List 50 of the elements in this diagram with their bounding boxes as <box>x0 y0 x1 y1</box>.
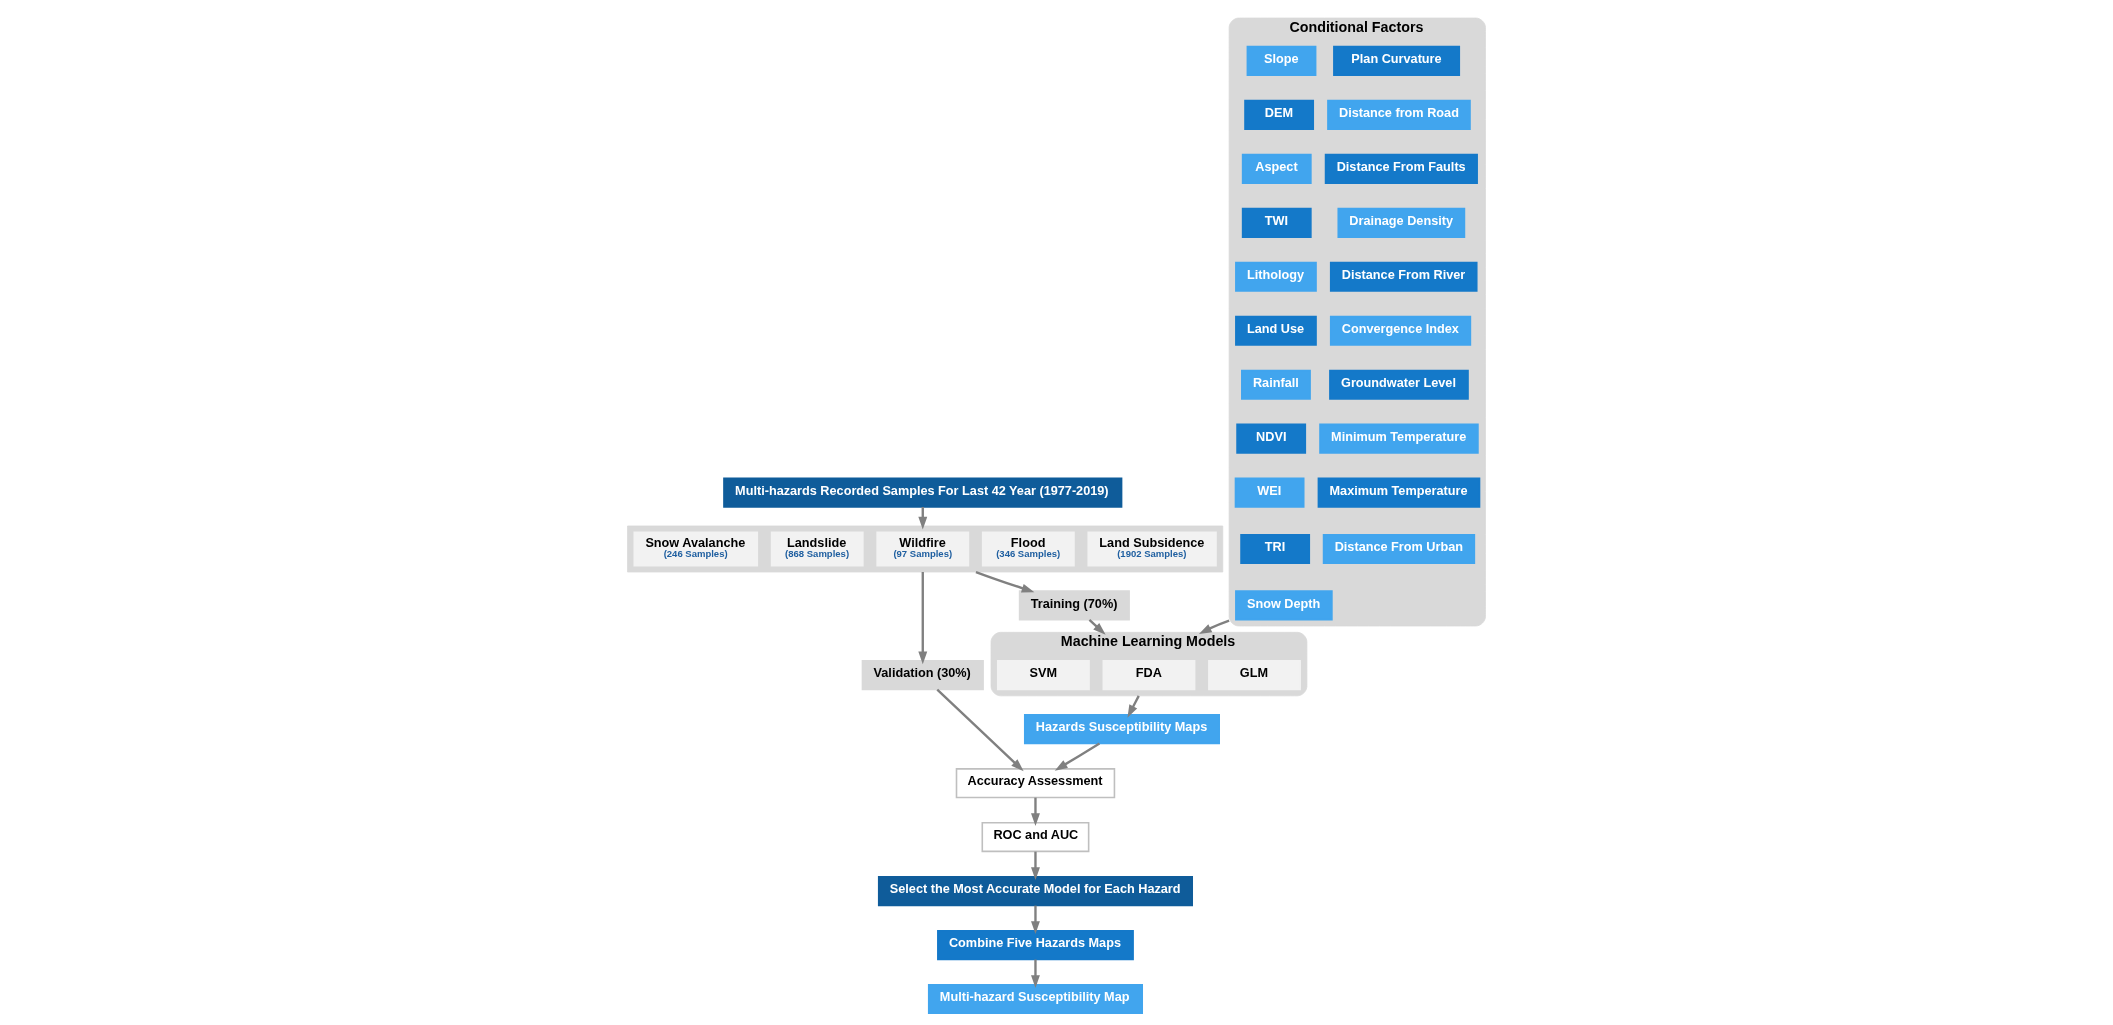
arrow <box>918 572 928 665</box>
node-box: TRI <box>1240 533 1311 565</box>
node-box: Slope <box>1246 45 1317 76</box>
arrow <box>1031 905 1040 934</box>
node-box: Land Subsidence (1902 Samples) <box>1087 531 1217 567</box>
node-box: Accuracy Assessment <box>955 768 1116 799</box>
node-box: Convergence Index <box>1329 315 1472 346</box>
node-box: Multi-hazard Susceptibility Map <box>927 983 1143 1015</box>
node-box: SVM <box>996 660 1090 691</box>
arrow <box>1031 851 1040 881</box>
node-box: Multi-hazards Recorded Samples For Last 42 Year (1977-2019) <box>723 477 1123 508</box>
node-box: Combine Five Hazards Maps <box>937 929 1134 961</box>
node-box: Flood (346 Samples) <box>981 531 1075 567</box>
node-box: WEI <box>1234 477 1305 508</box>
node-box: Groundwater Level <box>1329 369 1469 400</box>
node-box: Distance From River <box>1329 261 1478 292</box>
arrow <box>1127 695 1140 718</box>
node-box: Validation (30%) <box>861 660 984 691</box>
node-box: Rainfall <box>1241 369 1311 400</box>
arrow <box>1198 619 1230 634</box>
arrow <box>1031 797 1040 827</box>
node-box: ROC and AUC <box>981 822 1090 853</box>
node-box: GLM <box>1208 660 1301 691</box>
node-box: Lithology <box>1235 261 1317 292</box>
node-box: Land Use <box>1235 315 1317 346</box>
node-box: Minimum Temperature <box>1319 423 1479 454</box>
node-box: TWI <box>1241 207 1312 238</box>
node-box: Landslide (868 Samples) <box>770 531 864 567</box>
node-box: FDA <box>1102 660 1196 691</box>
node-box: Wildfire (97 Samples) <box>876 531 970 567</box>
arrow <box>1054 742 1101 771</box>
arrow <box>975 570 1035 593</box>
node-box: Distance From Faults <box>1324 153 1478 184</box>
arrow <box>936 688 1024 772</box>
node-box: Maximum Temperature <box>1317 477 1481 508</box>
node-box: Distance from Road <box>1327 99 1471 130</box>
arrow <box>1088 619 1106 635</box>
node-box: DEM <box>1244 99 1315 130</box>
node-box: Training (70%) <box>1018 590 1130 621</box>
node-box: Hazards Susceptibility Maps <box>1023 714 1220 745</box>
node-box: NDVI <box>1236 423 1307 454</box>
node-box: Snow Avalanche (246 Samples) <box>633 531 759 567</box>
node-box: Snow Depth <box>1235 590 1333 621</box>
node-box: Plan Curvature <box>1333 45 1461 76</box>
node-box: Select the Most Accurate Model for Each Hazard <box>877 876 1193 907</box>
cluster <box>627 525 1224 573</box>
node-box: Aspect <box>1241 153 1312 184</box>
node-box: Distance From Urban <box>1322 533 1476 565</box>
arrow <box>1031 959 1040 988</box>
node-box: Drainage Density <box>1337 207 1466 238</box>
